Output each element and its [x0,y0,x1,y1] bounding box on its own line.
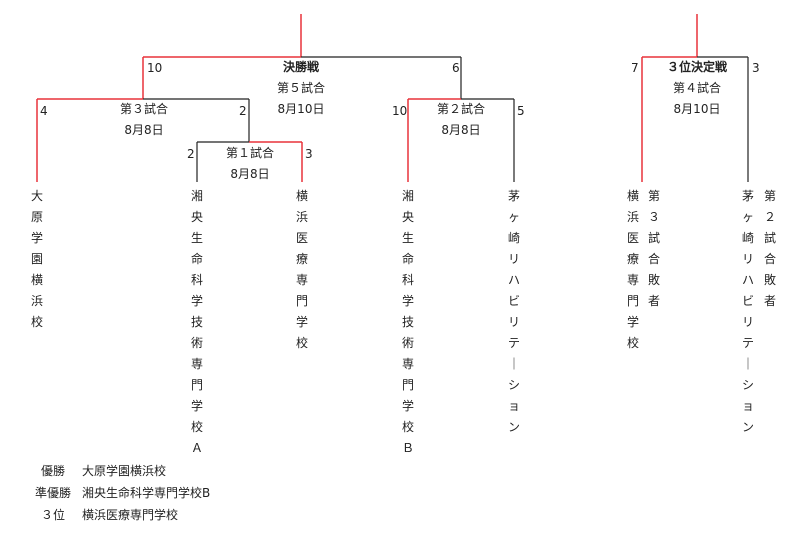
match1-score-right: 3 [305,147,313,161]
match3-score-left: 4 [40,104,48,118]
final-score-left: 10 [147,61,163,75]
summary-label: ３位 [40,508,65,522]
final-date: 8月10日 [277,102,325,116]
match3-title: 第３試合 [119,102,168,116]
match2-score-left: 10 [392,104,408,118]
third-score-left: 7 [631,61,639,75]
third-left-team: 横浜医療専門学校 [626,189,639,350]
match1-title: 第１試合 [225,146,274,160]
match3-score-right: 2 [239,104,247,118]
third-right-team: 茅ヶ崎リハビリテ｜ション [741,189,754,434]
match3-date: 8月8日 [124,123,164,137]
summary-value: 大原学園横浜校 [82,464,167,478]
summary-value: 横浜医療専門学校 [82,508,179,522]
match2-score-right: 5 [517,104,525,118]
match1-score-left: 2 [187,147,195,161]
summary-label: 準優勝 [34,486,71,500]
match2-date: 8月8日 [441,123,481,137]
team-ohara: 大原学園横浜校 [30,189,43,329]
third-score-right: 3 [752,61,760,75]
third-match: 第４試合 [672,81,721,95]
final-title: 決勝戦 [282,60,319,74]
match2-title: 第２試合 [436,102,485,116]
summary-label: 優勝 [40,464,65,478]
third-date: 8月10日 [673,102,721,116]
match1-date: 8月8日 [230,167,270,181]
team-yokohama-iryo: 横浜医療専門学校 [295,189,308,350]
final-score-right: 6 [452,61,460,75]
final-match: 第５試合 [276,81,325,95]
third-title: ３位決定戦 [666,60,727,74]
summary-value: 湘央生命科学専門学校B [82,486,211,500]
team-chigasaki: 茅ヶ崎リハビリテ｜ション [507,189,520,434]
